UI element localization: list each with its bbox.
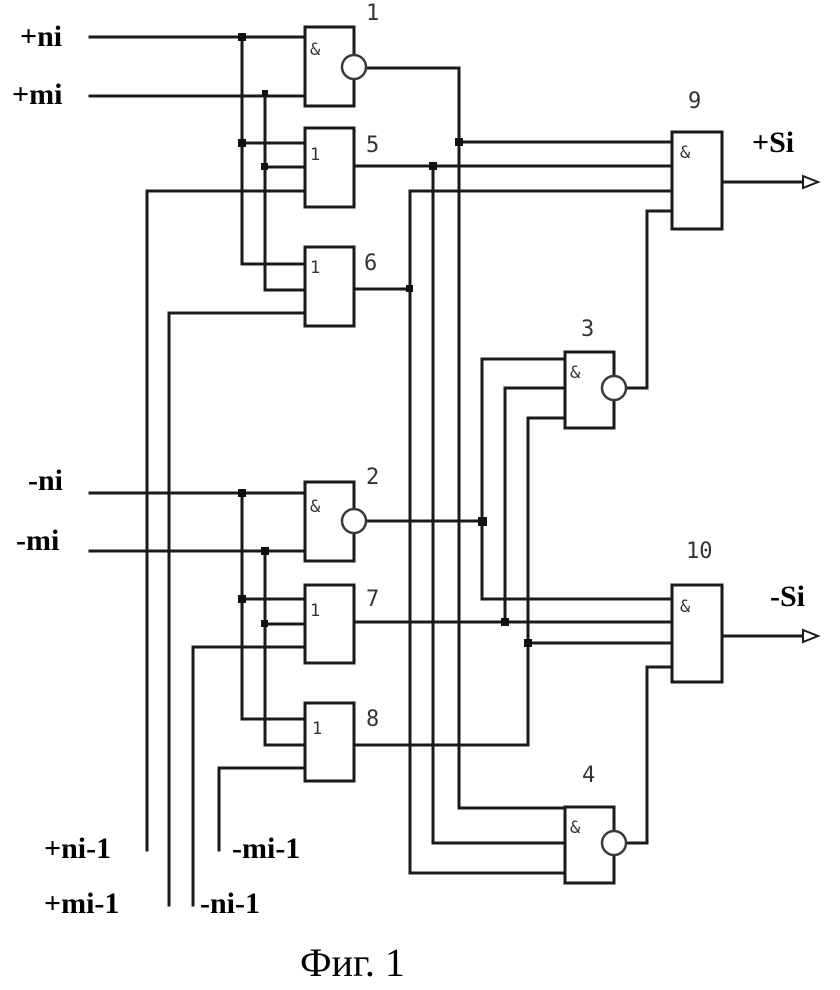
label-plus-m: +mi <box>12 78 62 111</box>
gate-symbol: 1 <box>312 719 322 739</box>
wire-g5-to-g4 <box>431 164 567 845</box>
gate-symbol: 1 <box>310 258 320 278</box>
wire-minus-n-bus <box>240 491 307 721</box>
wire-plus-m-prev <box>167 311 307 907</box>
label-minus-m: -mi <box>16 524 59 557</box>
gate-5: 1 5 <box>303 126 379 209</box>
gate-1: & 1 <box>303 1 379 108</box>
wire-g8-to-g3 <box>526 416 567 645</box>
inverter-bubble <box>340 507 368 535</box>
wire-plus-m-bus <box>263 91 307 292</box>
gate-symbol: & <box>680 143 691 163</box>
wire-g2-bus <box>480 357 674 601</box>
wire-minus-n-prev <box>191 645 307 907</box>
gate-4: & 4 <box>563 763 628 885</box>
label-minus-n-prev: -ni-1 <box>200 887 260 920</box>
gate-number: 3 <box>581 317 594 342</box>
inverter-bubble <box>340 53 368 81</box>
figure-caption: Фиг. 1 <box>300 940 405 985</box>
gate-8: 1 8 <box>303 701 379 783</box>
gate-symbol: & <box>310 497 321 517</box>
junction-dot <box>238 33 246 41</box>
inverter-bubble <box>600 374 628 402</box>
gate-symbol: & <box>570 818 581 838</box>
inverter-bubble <box>600 829 628 857</box>
wire-g8-out <box>352 641 674 747</box>
junction-dot <box>406 285 413 292</box>
wire-g3-out <box>620 209 674 390</box>
gate-number: 6 <box>364 251 377 276</box>
label-plus-m-prev: +mi-1 <box>44 887 119 920</box>
label-plus-s: +Si <box>752 126 794 159</box>
junction-dot <box>524 639 532 647</box>
junction-dot <box>238 139 246 147</box>
gate-symbol: & <box>570 363 581 383</box>
wire-plus-n-prev <box>145 189 307 852</box>
gate-number: 2 <box>366 465 379 490</box>
junctions <box>238 33 532 647</box>
junction-dot <box>429 162 437 170</box>
gate-symbol: & <box>680 597 691 617</box>
gate-number: 5 <box>366 133 379 158</box>
wire-g7-to-g3 <box>503 386 567 624</box>
gate-7: 1 7 <box>303 583 379 665</box>
gate-symbol: 1 <box>310 145 320 165</box>
wire-minus-m-prev <box>217 766 307 852</box>
junction-dot <box>261 163 268 170</box>
label-minus-m-prev: -mi-1 <box>232 832 300 865</box>
gate-number: 1 <box>366 1 379 26</box>
gate-number: 4 <box>582 763 595 788</box>
wire-g6-bus <box>408 189 567 875</box>
gate-symbol: & <box>310 40 321 60</box>
junction-dot <box>261 547 269 555</box>
wires <box>88 35 807 907</box>
gate-number: 7 <box>366 587 379 612</box>
junction-dot <box>261 620 268 627</box>
gate-6: 1 6 <box>303 245 377 328</box>
label-plus-n: +ni <box>20 20 62 53</box>
gate-10: & 10 <box>670 539 724 684</box>
junction-dot <box>501 618 509 626</box>
label-plus-n-prev: +ni-1 <box>44 832 111 865</box>
gate-number: 8 <box>366 707 379 732</box>
output-arrow-icon <box>802 628 821 644</box>
wire-minus-m-bus <box>263 549 307 747</box>
wire-g1-out <box>366 66 567 810</box>
gate-2: & 2 <box>303 465 379 563</box>
gate-symbol: 1 <box>310 601 320 621</box>
junction-dot <box>238 595 246 603</box>
output-arrow-icon <box>802 174 821 190</box>
gate-number: 10 <box>686 539 713 564</box>
label-minus-n: -ni <box>28 464 63 497</box>
label-minus-s: -Si <box>770 580 805 613</box>
junction-dot <box>262 90 268 96</box>
gate-number: 9 <box>688 89 701 114</box>
gate-9: & 9 <box>670 89 724 231</box>
junction-dot <box>238 489 246 497</box>
gate-3: & 3 <box>563 317 628 430</box>
junction-dot <box>478 517 487 526</box>
wire-plus-n-bus <box>240 35 307 266</box>
wire-g4-out <box>620 665 674 845</box>
junction-dot <box>455 138 463 146</box>
